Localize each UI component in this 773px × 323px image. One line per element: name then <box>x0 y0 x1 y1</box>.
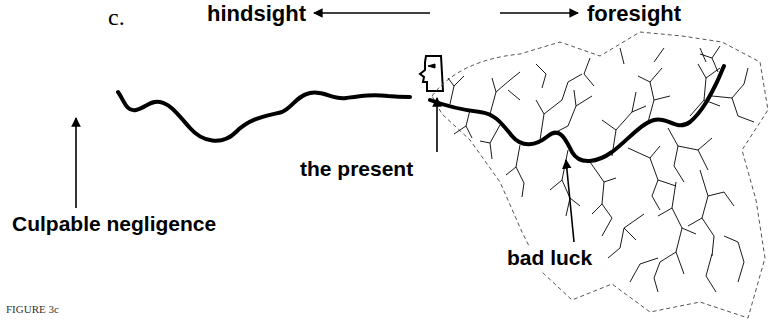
head-icon <box>420 56 443 91</box>
leader-arrow <box>75 118 77 208</box>
leader-arrow <box>566 160 574 242</box>
figure-caption: FIGURE 3c <box>4 303 61 316</box>
callout-label: Culpable negligence <box>10 212 218 236</box>
time-arrow <box>500 12 578 14</box>
time-label: hindsight <box>205 1 308 26</box>
leader-arrow <box>436 98 438 152</box>
callout-label: bad luck <box>505 246 594 270</box>
past-path <box>118 92 410 141</box>
callout-label: the present <box>298 157 415 181</box>
branch-lines <box>448 46 754 292</box>
possibility-region <box>432 32 768 318</box>
time-label: foresight <box>585 1 683 26</box>
panel-letter: c. <box>106 4 127 32</box>
future-path <box>430 66 724 161</box>
time-arrow <box>314 12 430 14</box>
